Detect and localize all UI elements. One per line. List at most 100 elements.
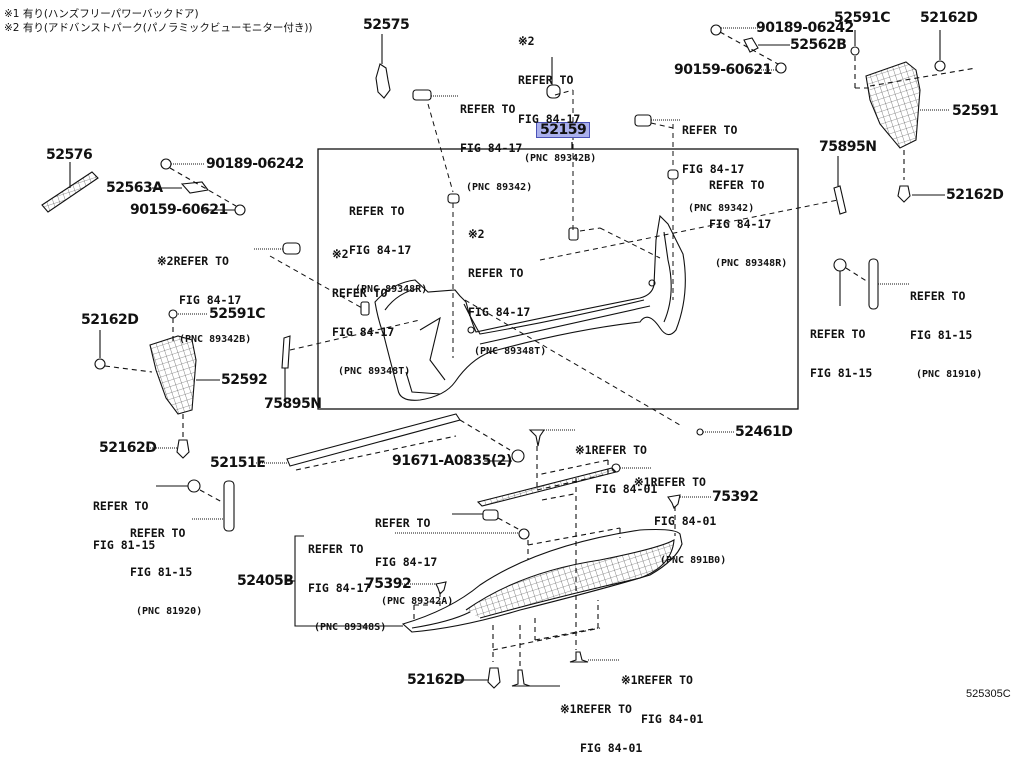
ref-line2: FIG 84-17	[518, 112, 581, 126]
part-reflector-81920	[223, 480, 235, 532]
refer-to-84-01-bottom[interactable]: ※1REFER TO FIG 84-01	[560, 677, 642, 768]
part-label-52162d-right[interactable]: 52162D	[946, 187, 1004, 203]
refer-to-89342b-left[interactable]: ※2REFER TO FIG 84-17 (PNC 89342B)	[157, 229, 251, 359]
ref-mark: ※2	[518, 34, 535, 48]
part-label-52162d-bottom[interactable]: 52162D	[407, 672, 465, 688]
refer-to-89348t-center[interactable]: ※2 REFER TO FIG 84-17 (PNC 89348T)	[468, 202, 546, 371]
part-label-52591[interactable]: 52591	[952, 103, 999, 119]
refer-to-81-15-right[interactable]: REFER TO FIG 81-15	[810, 302, 872, 393]
part-label-75895n-right[interactable]: 75895N	[819, 139, 877, 155]
ref-line2: FIG 81-15	[130, 565, 193, 579]
refer-to-89348r-left[interactable]: REFER TO FIG 84-17 (PNC 89348R)	[349, 179, 427, 309]
ref-pnc: (PNC 89342)	[688, 203, 755, 214]
ref-line2: FIG 81-15	[910, 328, 973, 342]
ref-line2: FIG 84-17	[375, 555, 438, 569]
bolt-90159-left	[234, 204, 246, 216]
refer-to-89342a[interactable]: REFER TO FIG 84-17 (PNC 89342A)	[375, 491, 453, 621]
refer-to-89348t-left[interactable]: ※2 REFER TO FIG 84-17 (PNC 89348T)	[332, 222, 410, 391]
refer-to-89342-top-right[interactable]: REFER TO FIG 84-17 (PNC 89342)	[682, 98, 754, 228]
refer-to-891b0[interactable]: ※1REFER TO FIG 84-01 (PNC 891B0)	[634, 450, 726, 580]
refer-to-89342b-top[interactable]: ※2 REFER TO FIG 84-17 (PNC 89342B)	[518, 9, 596, 178]
part-label-90159-60621-top[interactable]: 90159-60621	[674, 62, 772, 78]
clip-89348s	[518, 528, 530, 540]
clip-52162d-right-bottom	[897, 185, 911, 203]
ref-line1: REFER TO	[637, 673, 693, 687]
refer-to-81-15-left[interactable]: REFER TO FIG 81-15	[93, 474, 155, 565]
clip-52162d-left-top	[94, 358, 106, 370]
part-52562b-bracket	[743, 37, 759, 53]
clip-75392-left	[435, 581, 447, 596]
part-label-52162d-left-top[interactable]: 52162D	[81, 312, 139, 328]
part-75895n-right	[833, 185, 847, 215]
refer-to-84-01-top[interactable]: ※1REFER TO FIG 84-01	[575, 418, 657, 509]
ref-mark: ※2	[157, 254, 174, 268]
part-label-52405b[interactable]: 52405B	[237, 573, 294, 589]
part-label-90189-06242-left[interactable]: 90189-06242	[206, 156, 304, 172]
refer-to-89348s[interactable]: REFER TO FIG 84-17 (PNC 89348S)	[308, 517, 386, 647]
part-label-52159-highlighted[interactable]: 52159	[536, 122, 591, 138]
ref-pnc: (PNC 89342B)	[179, 334, 252, 345]
ref-line1: REFER TO	[650, 475, 706, 489]
clip-52162d-left-bottom	[176, 439, 190, 459]
ref-line2: FIG 84-17	[460, 141, 523, 155]
bolt-90189-left	[160, 158, 172, 170]
part-label-52461d[interactable]: 52461D	[735, 424, 793, 440]
ref-mark: ※1	[634, 475, 651, 489]
rear-bumper-cover	[374, 214, 686, 401]
clip-89342-top-right	[634, 114, 652, 127]
ref-line1: REFER TO	[332, 286, 388, 300]
part-label-52576[interactable]: 52576	[46, 147, 93, 163]
ref-line2: FIG 84-17	[468, 305, 531, 319]
ref-line1: REFER TO	[375, 516, 431, 530]
part-label-52575[interactable]: 52575	[363, 17, 410, 33]
ref-line2: FIG 84-01	[654, 514, 717, 528]
ref-pnc: (PNC 89342)	[466, 182, 533, 193]
refer-to-89348r-right[interactable]: REFER TO FIG 84-17 (PNC 89348R)	[709, 153, 787, 283]
ref-pnc: (PNC 89342B)	[524, 153, 597, 164]
ref-line2: FIG 81-15	[810, 366, 873, 380]
ref-line1: REFER TO	[308, 542, 364, 556]
part-label-90159-60621-left[interactable]: 90159-60621	[130, 202, 228, 218]
ref-line2: FIG 84-17	[682, 162, 745, 176]
clip-89348r-right	[667, 169, 679, 180]
part-label-91671-a0835[interactable]: 91671-A0835(2)	[392, 453, 512, 469]
ref-line1: REFER TO	[468, 266, 524, 280]
part-label-52162d-top-right[interactable]: 52162D	[920, 10, 978, 26]
part-label-75392-right[interactable]: 75392	[712, 489, 759, 505]
ref-line2: FIG 84-17	[179, 293, 242, 307]
part-52592-retainer	[149, 335, 197, 415]
ref-line1: REFER TO	[709, 178, 765, 192]
part-label-75895n-left[interactable]: 75895N	[264, 396, 322, 412]
ref-pnc: (PNC 89348S)	[314, 622, 387, 633]
clip-75392-right	[667, 494, 681, 509]
clip-89348r-left	[447, 193, 460, 204]
part-label-52591c-top[interactable]: 52591C	[834, 10, 890, 26]
clip-52162d-right-top	[934, 60, 946, 72]
refer-to-81910[interactable]: REFER TO FIG 81-15 (PNC 81910)	[910, 264, 982, 394]
socket-81-15-left	[187, 479, 201, 493]
ref-pnc: (PNC 89342A)	[381, 596, 454, 607]
ref-line2: FIG 84-17	[709, 217, 772, 231]
ref-line2: FIG 84-17	[308, 581, 371, 595]
assembly-frame	[317, 148, 799, 410]
ref-pnc: (PNC 81910)	[916, 369, 983, 380]
part-label-52162d-left-bottom[interactable]: 52162D	[99, 440, 157, 456]
part-label-90189-06242-top[interactable]: 90189-06242	[756, 20, 854, 36]
part-label-52592[interactable]: 52592	[221, 372, 268, 388]
part-label-52591c-left[interactable]: 52591C	[209, 306, 265, 322]
part-label-52563a[interactable]: 52563A	[106, 180, 163, 196]
part-label-52562b[interactable]: 52562B	[790, 37, 847, 53]
part-label-75392-left[interactable]: 75392	[365, 576, 412, 592]
ref-line1: REFER TO	[591, 443, 647, 457]
refer-to-81920[interactable]: REFER TO FIG 81-15 (PNC 81920)	[130, 501, 202, 631]
note-2: ※2 有り(アドバンストパーク(パノラミックビューモニター付き))	[4, 21, 313, 35]
ref-pnc: (PNC 81920)	[136, 606, 203, 617]
ref-line1: REFER TO	[910, 289, 966, 303]
ref-line2: FIG 84-17	[332, 325, 395, 339]
screw-84-01-top	[528, 429, 546, 447]
refer-to-89342-top-left[interactable]: REFER TO FIG 84-17 (PNC 89342)	[460, 77, 532, 207]
ref-line1: REFER TO	[810, 327, 866, 341]
screw-84-01-bottom	[511, 669, 531, 687]
ref-mark: ※2	[468, 227, 485, 241]
part-label-52151e[interactable]: 52151E	[210, 455, 266, 471]
